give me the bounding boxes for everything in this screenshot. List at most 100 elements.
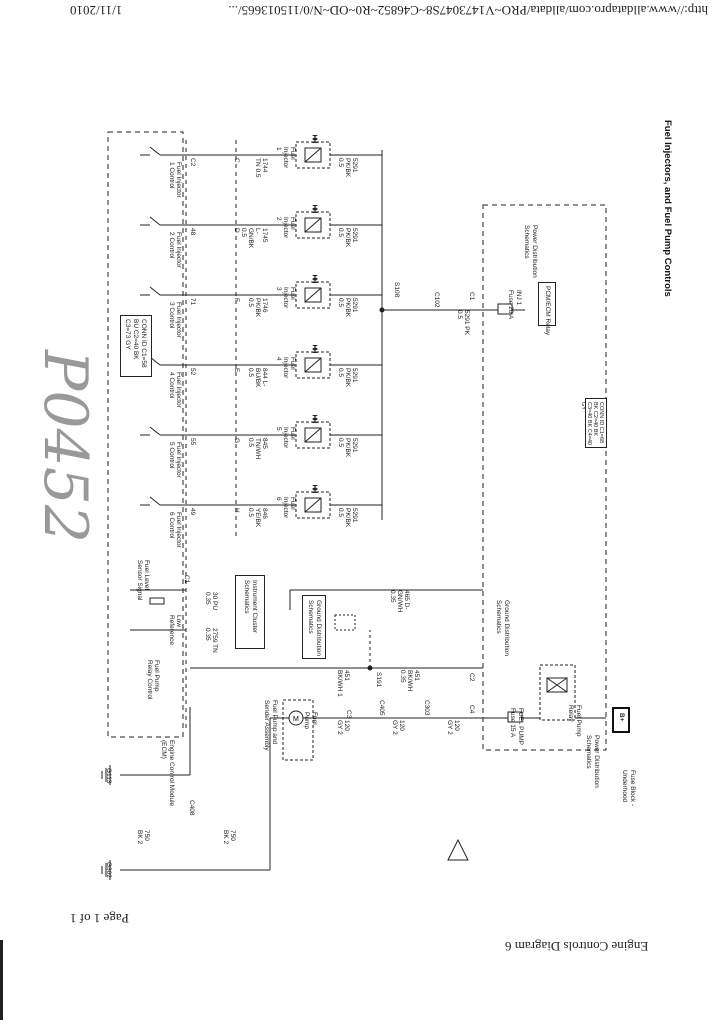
- injector-pin-5: G: [233, 438, 240, 444]
- injector-ctrl-label-4: 844 L-BU/BK 0.5: [247, 368, 268, 388]
- fuel-pump-relay-label: Fuel Pump Relay: [567, 705, 582, 737]
- low-ref-wire-label: 2759 TN 0.35: [204, 628, 218, 653]
- gy-wire-label-2: 120 GY 2: [391, 720, 405, 735]
- fuel-level-sensor-icon: [149, 597, 165, 605]
- injector-marker-icon-5: [312, 415, 318, 423]
- conn-id-ecm-box: CONN ID C1=58 BU C2=40 BK C3=73 GY: [120, 315, 152, 377]
- power-dist-label-2: Power Distribution Schematics: [585, 735, 600, 788]
- injector-name-6: Fuel Injector 6: [275, 497, 296, 519]
- ground-dist-label-2: Ground Distribution Schematics: [495, 600, 510, 656]
- injector-pin-2: D: [233, 228, 240, 233]
- injector-feed-label-3: 5291 PK/BK 0.5: [337, 298, 358, 318]
- ground-wire-label-1: 451 BK/WH 1: [336, 670, 350, 697]
- fuel-pump-assembly-outline: [282, 699, 314, 761]
- injector-ctrl-label-1: 1744 TN 0.5: [254, 158, 268, 178]
- diagram-title: Fuel Injectors, and Fuel Pump Controls: [662, 120, 673, 297]
- injector-pin-4: E: [233, 368, 240, 373]
- injector-ctrl-label-5: 845 TN/WH 0.5: [247, 438, 268, 460]
- fuel-injector-6: [140, 485, 382, 519]
- injector-marker-icon-3: [312, 275, 318, 283]
- injector-name-3: Fuel Injector 3: [275, 287, 296, 309]
- injector-name-4: Fuel Injector 4: [275, 357, 296, 379]
- gnd-bk-label-2: 750 BK 2: [136, 830, 150, 845]
- injector-feed-label-6: 5291 PK/BK 0.5: [337, 508, 358, 528]
- input-label-inj4: Fuel Injector 4 Control: [168, 372, 182, 408]
- injector-box-4: [295, 351, 331, 379]
- injector-marker-icon-6: [312, 485, 318, 493]
- injector-pin-1: C: [233, 158, 240, 163]
- ecm-pin-5: 55: [189, 438, 196, 446]
- ecm-pin-3: 71: [189, 298, 196, 306]
- connector-c4: C4: [468, 705, 475, 714]
- inj1-fuse-label: INJ 1 Fuse 20 A: [507, 290, 522, 320]
- fuel-level-wire-label: 30 PU 0.35: [204, 592, 218, 611]
- fuel-injector-4: [140, 345, 382, 379]
- input-label-inj6: Fuel Injector 6 Control: [168, 512, 182, 548]
- gnd-bk-label-1: 750 BK 2: [222, 830, 236, 845]
- gy-wire-label-3: 120 GY 2: [336, 720, 350, 735]
- s191-label: S191: [375, 672, 382, 688]
- fuel-pump-fuse-label: FUEL PUMP Fuse 15 A: [509, 708, 524, 745]
- input-label-fuel-level: Fuel Level Sensor Signal: [136, 560, 150, 601]
- pk-wire-label: 5291 PK 0.5: [456, 310, 470, 335]
- g302-ground-icon: [101, 860, 111, 880]
- power-dist-label: Power Distribution Schematics: [523, 225, 538, 278]
- input-label-low-ref: Low Reference: [168, 615, 182, 645]
- ipc-box: Instrument Cluster Schematics: [235, 575, 265, 649]
- input-label-relay-ctrl: Fuel Pump Relay Control: [146, 660, 160, 700]
- injector-feed-label-2: 5291 PK/BK 0.5: [337, 228, 358, 248]
- injector-name-2: Fuel Injector 2: [275, 217, 296, 239]
- inj1-fuse-icon: [497, 303, 513, 315]
- b-plus-box: B+: [612, 707, 630, 733]
- input-label-inj3: Fuel Injector 3 Control: [168, 302, 182, 338]
- injector-feed-label-1: 5291 PK/BK 0.5: [337, 158, 358, 178]
- s108-node: [379, 307, 385, 313]
- ground-wire-label-2: 451 BK/WH 0.35: [399, 670, 420, 692]
- handwritten-note: P0452: [30, 350, 100, 544]
- injector-marker-icon-2: [312, 205, 318, 213]
- input-label-inj2: Fuel Injector 2 Control: [168, 232, 182, 268]
- g302-label: G302: [105, 862, 112, 878]
- connector-c1-a: C1: [468, 292, 475, 301]
- fuel-injector-1: [140, 135, 382, 169]
- warning-triangle-icon: [447, 838, 469, 861]
- injector-pin-6: H: [233, 508, 240, 513]
- injector-name-5: Fuel Injector 5: [275, 427, 296, 449]
- input-label-inj1: Fuel Injector 1 Control: [168, 162, 182, 198]
- s108-label: S108: [393, 282, 400, 298]
- injector-marker-icon-4: [312, 345, 318, 353]
- fuel-injector-5: [140, 415, 382, 449]
- injector-feed-label-4: 5291 PK/BK 0.5: [337, 368, 358, 388]
- injector-name-1: Fuel Injector 1: [275, 147, 296, 169]
- injector-pin-3: F: [233, 298, 240, 302]
- g113-label: G113: [105, 768, 112, 784]
- svg-text:M: M: [293, 716, 299, 723]
- fuel-injector-2: [140, 205, 382, 239]
- pcm-relay-box: PCM/ECM Relay: [538, 282, 556, 335]
- gy-wire-label-1: 120 GY 2: [446, 720, 460, 735]
- ground-dist-box: Ground Distribution Schematics: [302, 595, 326, 659]
- connector-c408: C408: [188, 800, 195, 816]
- fuse-block-outline: [482, 204, 607, 751]
- input-label-inj5: Fuel Injector 5 Control: [168, 442, 182, 478]
- ecm-label: Engine Control Module (ECM): [160, 740, 175, 807]
- injector-ctrl-label-3: 1746 PK/BK 0.5: [247, 298, 268, 318]
- fuel-injector-3: [140, 275, 382, 309]
- injector-ctrl-label-6: 846 YE/BK 0.5: [247, 508, 268, 528]
- fuel-pump-motor-icon: [288, 710, 304, 726]
- connector-c102: C102: [433, 292, 440, 308]
- connector-c303: C303: [423, 700, 430, 716]
- ground-dist-icon: [334, 614, 356, 631]
- connector-c1-b: C1: [183, 575, 190, 584]
- fuel-pump-fuse-icon: [507, 711, 523, 723]
- ecm-pin-1: C2: [189, 158, 196, 167]
- ecm-pin-4: 52: [189, 368, 196, 376]
- conn-id-fb-box: CONN ID C1=68 BK C2=40 BK C3=40 BK C4=40…: [580, 398, 607, 448]
- fuse-block-label: Fuse Block - Underhood: [621, 770, 636, 807]
- g113-ground-icon: [101, 765, 111, 785]
- connector-c2: C2: [468, 673, 475, 682]
- injector-ctrl-label-2: 1745 L-GN/BK 0.5: [240, 228, 268, 249]
- injector-marker-icon-1: [312, 135, 318, 143]
